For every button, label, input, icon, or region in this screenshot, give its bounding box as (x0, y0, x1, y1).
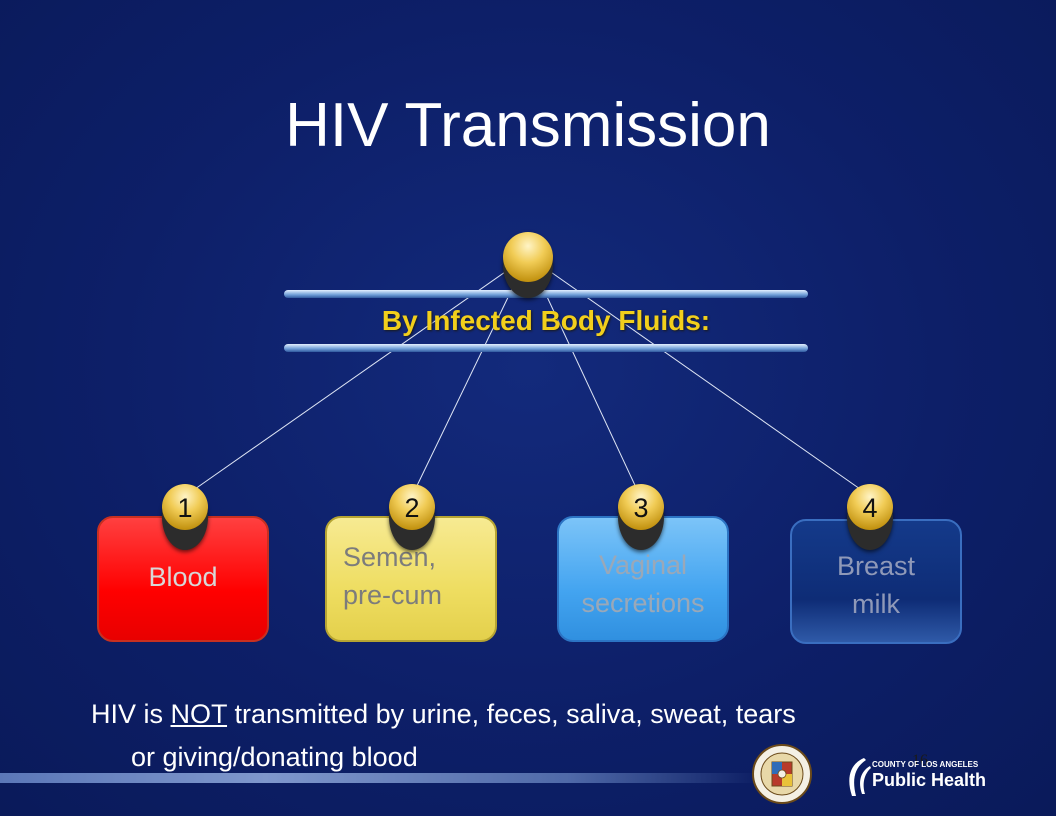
fluid-number-knob: 3 (618, 484, 664, 550)
public-health-logo: COUNTY OF LOS ANGELES Public Health (840, 752, 990, 804)
note-prefix: HIV is (91, 699, 171, 729)
hub-knob (503, 232, 553, 298)
fluid-number: 4 (862, 493, 878, 523)
fluid-number-knob: 4 (847, 484, 893, 550)
fluid-label-line: Breast (836, 551, 916, 581)
footer-divider (0, 773, 760, 783)
note-emphasis: NOT (170, 699, 228, 729)
fluid-label-line: pre-cum (343, 580, 443, 610)
transmission-note-line2: or giving/donating blood (131, 742, 418, 772)
banner-bottom-bar (284, 344, 808, 352)
banner-top-bar (284, 290, 808, 298)
fluid-box-breast-milk: Breast milk (790, 519, 962, 644)
fluid-number-knob: 1 (162, 484, 208, 550)
fluid-number: 1 (177, 493, 193, 523)
public-health-swoosh-icon (849, 758, 871, 796)
page-number: 16 (912, 752, 928, 769)
logo-county-text: COUNTY OF LOS ANGELES (872, 760, 979, 769)
banner-label: By Infected Body Fluids: (381, 305, 711, 336)
slide-title: HIV Transmission (285, 91, 771, 160)
transmission-note: HIV is NOT transmitted by urine, feces, … (91, 697, 796, 731)
fluid-number: 3 (633, 493, 649, 523)
note-suffix: transmitted by urine, feces, saliva, swe… (227, 699, 796, 729)
fluid-number: 2 (404, 493, 420, 523)
fluid-label-line: secretions (581, 588, 705, 618)
logo-public-health-text: Public Health (872, 770, 987, 790)
fluid-number-knob: 2 (389, 484, 435, 550)
body-fluids-banner: By Infected Body Fluids: (284, 290, 808, 352)
fluid-label-line: Blood (148, 562, 218, 592)
county-seal-icon (752, 744, 812, 804)
fluid-box-vaginal: Vaginal secretions (557, 516, 729, 642)
fluid-label-line: milk (852, 589, 900, 619)
fluid-label-line: Vaginal (598, 550, 688, 580)
